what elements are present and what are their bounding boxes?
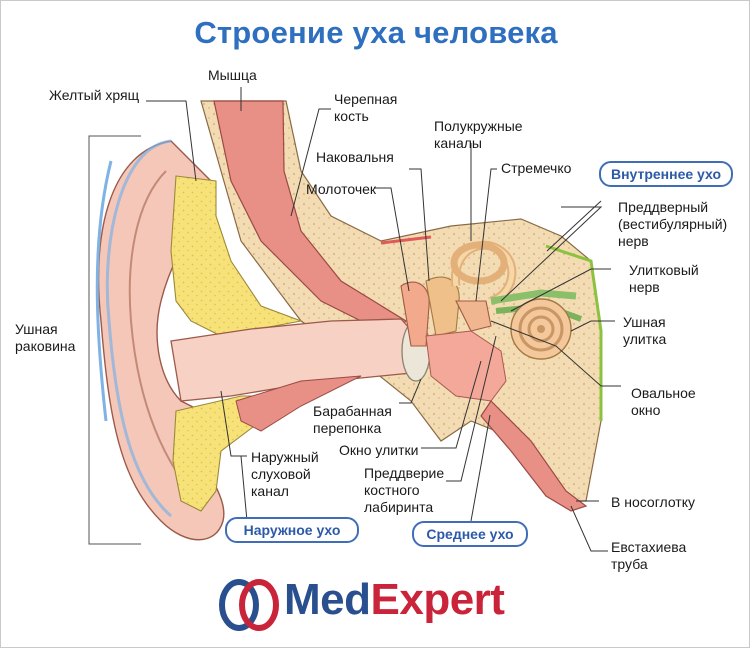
label-skull-bone-1: Черепная [334, 91, 398, 107]
middle-ear-border [380, 235, 432, 245]
section-outer-ear: Наружное ухо [225, 517, 359, 543]
outer-ear-border [95, 160, 113, 422]
auricle-outline [105, 139, 172, 518]
auricle-bracket [88, 135, 141, 545]
leader-lines [146, 87, 621, 552]
logo-wordmark: MedExpert [284, 575, 505, 625]
logo-part-med: Med [284, 575, 371, 624]
label-eardrum-2: перепонка [313, 420, 382, 436]
label-eardrum-1: Барабанная [313, 403, 392, 419]
logo-rings-icon [219, 579, 279, 631]
label-vestibular-nerve-2: (вестибулярный) [618, 216, 728, 232]
label-eustachian-1: Евстахиева [611, 539, 687, 555]
medexpert-logo: MedExpert [214, 573, 554, 633]
muscle [213, 100, 407, 337]
label-cochlear-nerve-2: нерв [629, 279, 660, 295]
semicircular-canal-2 [450, 241, 508, 285]
logo-part-expert: Expert [370, 575, 505, 624]
section-middle-ear: Среднее ухо [412, 521, 528, 547]
label-oval-window-2: окно [631, 402, 661, 418]
label-ear-canal-2: слуховой [251, 466, 311, 482]
label-ear-canal-1: Наружный [251, 449, 319, 465]
label-semicircular-2: каналы [434, 135, 482, 151]
label-vestibule-2: костного [364, 482, 420, 498]
middle-ear-cavity [425, 330, 507, 402]
label-muscle: Мышца [208, 67, 257, 83]
vestibular-nerve [490, 289, 577, 305]
page-title: Строение уха человека [194, 15, 558, 50]
auricle-fold [128, 170, 177, 472]
label-nasopharynx: В носоглотку [611, 494, 695, 510]
label-cochlea-1: Ушная [623, 314, 666, 330]
eustachian-tube [480, 400, 588, 512]
inner-ear-border [545, 244, 603, 421]
label-vestibule-1: Преддверие [364, 465, 445, 481]
label-semicircular-1: Полукружные [434, 118, 523, 134]
label-auricle-2: раковина [15, 338, 76, 354]
label-incus: Наковальня [316, 149, 394, 165]
label-round-window: Окно улитки [339, 442, 419, 458]
label-vestibular-nerve-1: Преддверный [618, 199, 709, 215]
label-vestibular-nerve-3: нерв [618, 233, 649, 249]
label-malleus: Молоточек [306, 181, 377, 197]
label-skull-bone-2: кость [334, 108, 369, 124]
section-inner-ear: Внутреннее ухо [599, 161, 733, 187]
ear-canal-lower-muscle [235, 375, 362, 432]
label-stapes: Стремечко [501, 160, 572, 176]
label-eustachian-2: труба [611, 556, 648, 572]
label-ear-canal-3: канал [251, 483, 289, 499]
label-oval-window-1: Овальное [631, 385, 696, 401]
label-cochlea-2: улитка [623, 331, 667, 347]
label-yellow-cartilage: Желтый хрящ [49, 87, 140, 103]
label-vestibule-3: лабиринта [364, 499, 434, 515]
label-cochlear-nerve-1: Улитковый [629, 262, 699, 278]
label-auricle-1: Ушная [15, 321, 58, 337]
yellow-cartilage [170, 175, 304, 337]
